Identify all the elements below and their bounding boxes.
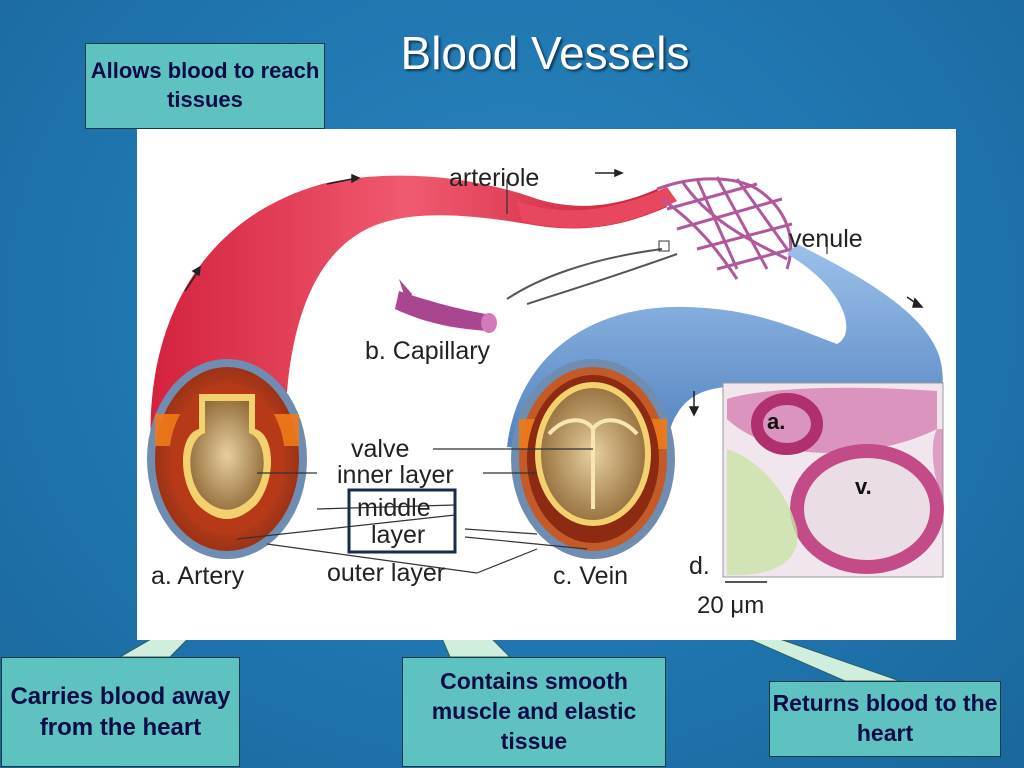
label-arteriole: arteriole bbox=[449, 164, 539, 192]
callout-capillary-text: Allows blood to reach tissues bbox=[90, 58, 320, 112]
label-micrograph-v: v. bbox=[855, 474, 872, 499]
label-micrograph-d: d. bbox=[689, 552, 710, 580]
label-capillary: b. Capillary bbox=[365, 337, 491, 365]
label-vein: c. Vein bbox=[553, 562, 628, 590]
label-micrograph-a: a. bbox=[767, 409, 785, 434]
arteriole-body bbox=[517, 187, 677, 228]
artery-cross-section bbox=[147, 359, 307, 559]
vessel-illustration: arteriole venule b. Capillary valve inne… bbox=[147, 164, 944, 619]
vein-cross-section bbox=[511, 359, 675, 559]
artery-body bbox=[150, 175, 667, 449]
blood-vessel-figure: arteriole venule b. Capillary valve inne… bbox=[137, 129, 956, 640]
middle-layer-box bbox=[347, 488, 457, 554]
label-venule: venule bbox=[789, 225, 863, 253]
micrograph bbox=[722, 382, 944, 578]
callout-artery: Carries blood away from the heart bbox=[1, 657, 240, 767]
flow-arrows bbox=[184, 168, 924, 417]
label-middle-line2: layer bbox=[371, 521, 425, 549]
callout-capillary: Allows blood to reach tissues bbox=[85, 43, 325, 129]
capillary-segment bbox=[395, 279, 497, 333]
zoom-arrow-2 bbox=[526, 253, 678, 305]
label-inner-layer: inner layer bbox=[337, 461, 454, 489]
callout-middle-layer-text: Contains smooth muscle and elastic tissu… bbox=[431, 668, 637, 754]
label-scale-bar: 20 μm bbox=[697, 592, 764, 619]
callout-vein: Returns blood to the heart bbox=[769, 681, 1001, 757]
callout-vein-text: Returns blood to the heart bbox=[772, 690, 998, 746]
label-leaders bbox=[236, 179, 828, 574]
callout-middle-layer: Contains smooth muscle and elastic tissu… bbox=[402, 657, 666, 767]
label-valve: valve bbox=[351, 435, 409, 463]
slide-title: Blood Vessels bbox=[400, 27, 690, 79]
zoom-arrow-1 bbox=[506, 248, 663, 300]
label-outer-layer: outer layer bbox=[327, 559, 445, 587]
label-middle-line1: middle bbox=[357, 494, 431, 522]
zoom-box bbox=[658, 240, 670, 252]
capillary-bed bbox=[656, 176, 793, 280]
label-artery: a. Artery bbox=[151, 562, 245, 590]
callout-artery-text: Carries blood away from the heart bbox=[10, 682, 231, 741]
